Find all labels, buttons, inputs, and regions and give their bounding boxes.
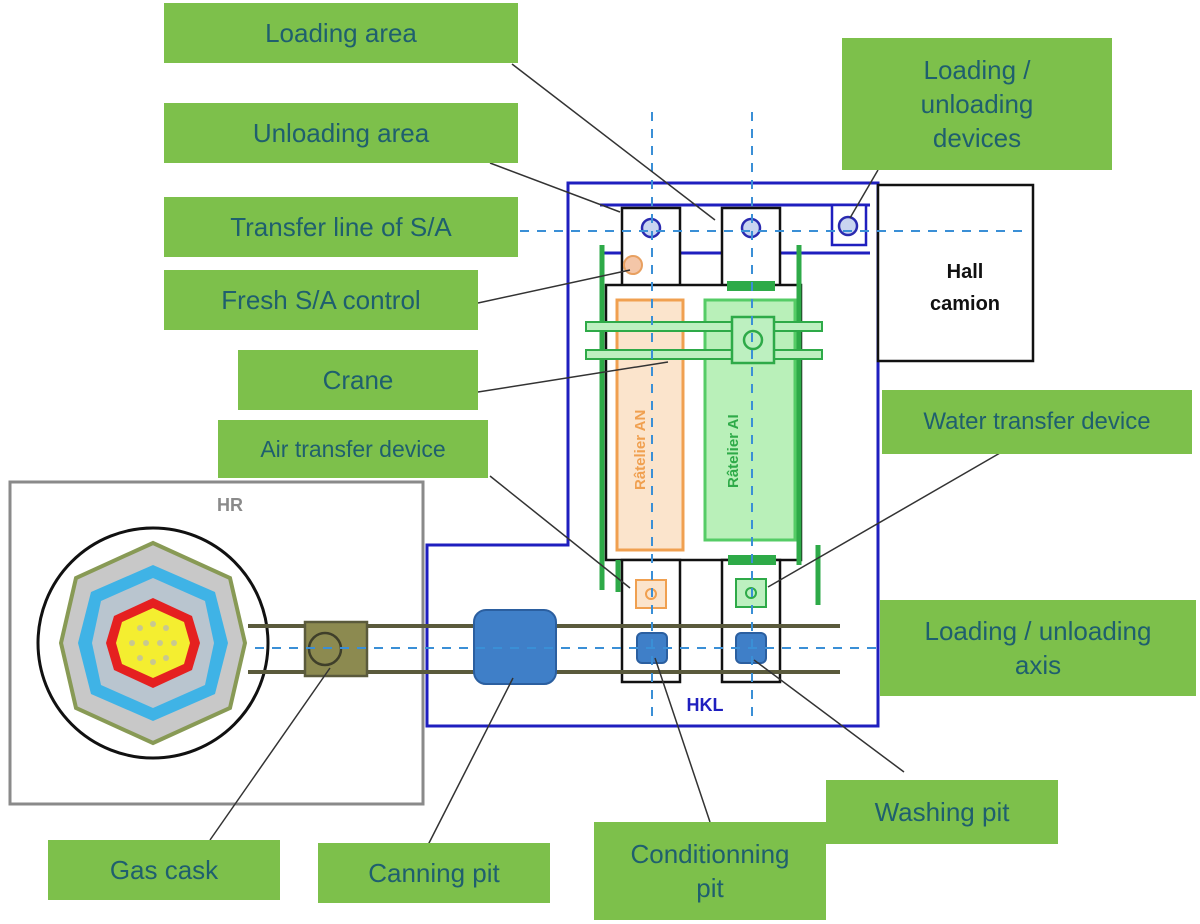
- fresh-control-marker: [623, 255, 643, 275]
- core-dots: [129, 621, 177, 665]
- label-loading-unloading-devices: Loading / unloading devices: [842, 38, 1112, 170]
- rack-an: [615, 298, 685, 552]
- label-loading-area: Loading area: [164, 3, 518, 63]
- hall-camion-label: Hall camion: [930, 261, 1001, 315]
- hr-label: HR: [217, 495, 243, 515]
- ratelier-an-label: Râtelier AN: [632, 410, 649, 490]
- hkl-building-outline: [425, 181, 880, 728]
- label-gas-cask: Gas cask: [48, 840, 280, 900]
- core-yellow: [116, 608, 190, 678]
- hall-camion-box: [876, 183, 1035, 363]
- hkl-label: HKL: [686, 695, 724, 715]
- label-washing-pit: Washing pit: [826, 780, 1058, 844]
- label-canning-pit: Canning pit: [318, 843, 550, 903]
- label-fresh-control: Fresh S/A control: [164, 270, 478, 330]
- label-water-transfer-device: Water transfer device: [882, 390, 1192, 454]
- ratelier-ai-label: Râtelier AI: [725, 414, 742, 488]
- label-conditionning-pit: Conditionning pit: [594, 822, 826, 920]
- label-transfer-line: Transfer line of S/A: [164, 197, 518, 257]
- label-air-transfer-device: Air transfer device: [218, 420, 488, 478]
- label-unloading-area: Unloading area: [164, 103, 518, 163]
- label-crane: Crane: [238, 350, 478, 410]
- label-loading-unloading-axis: Loading / unloading axis: [880, 600, 1196, 696]
